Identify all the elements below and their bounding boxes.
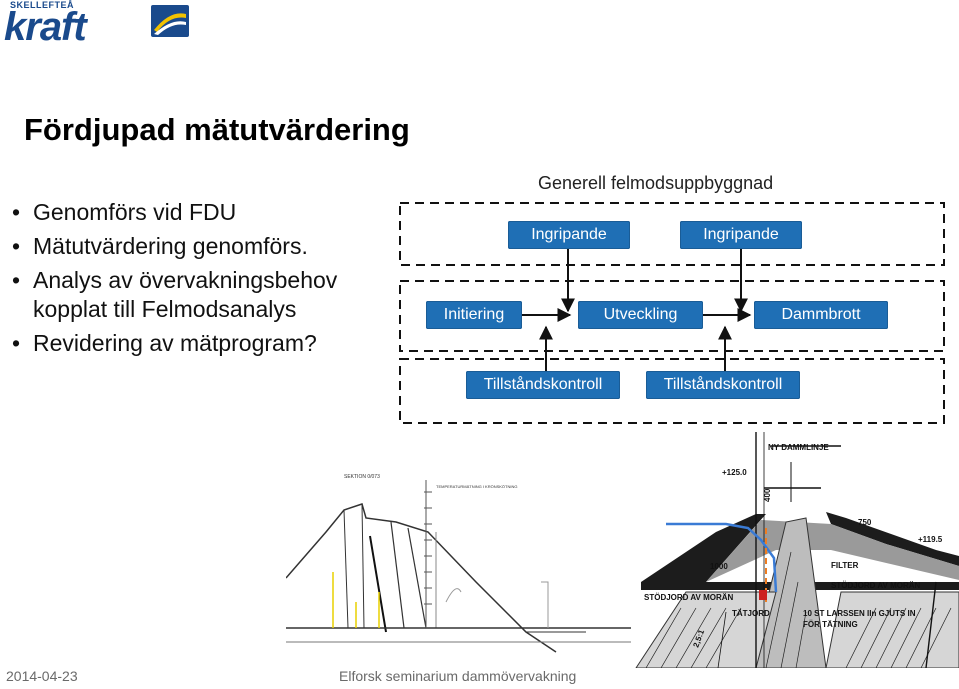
label-dim-400: 400 (763, 488, 772, 502)
box-tillstandskontroll-2: Tillståndskontroll (646, 371, 800, 399)
failure-mode-diagram: Generell felmodsuppbyggnad Ingripande In… (398, 165, 946, 427)
label-crest-level: +125.0 (722, 468, 747, 477)
logo-main-text: kraft (4, 5, 87, 49)
diagram-lines (399, 202, 945, 424)
bullet-list: • Genomförs vid FDU • Mätutvärdering gen… (12, 198, 392, 363)
box-utveckling: Utveckling (578, 301, 703, 329)
bullet-marker: • (12, 233, 21, 259)
label-note-line2: FÖR TÄTNING (803, 620, 858, 629)
bullet-marker: • (12, 267, 21, 293)
bullet-text: Genomförs vid FDU (33, 199, 237, 225)
label-note-line1: 10 ST LARSSEN IIn GJUTS IN (803, 609, 916, 618)
bullet-item: • Genomförs vid FDU (12, 198, 392, 227)
bullet-marker: • (12, 199, 21, 225)
label-dim-750: 750 (858, 518, 872, 527)
footer-date: 2014-04-23 (6, 668, 78, 684)
bullet-text: Mätutvärdering genomförs. (33, 233, 308, 259)
box-dammbrott: Dammbrott (754, 301, 888, 329)
bullet-item: • Analys av övervakningsbehov kopplat ti… (12, 266, 392, 324)
label-tatjord: TÄTJORD (732, 609, 770, 618)
flow-arrows (522, 249, 752, 371)
diagram-title: Generell felmodsuppbyggnad (538, 173, 774, 193)
bullet-item: • Mätutvärdering genomförs. (12, 232, 392, 261)
bullet-marker: • (12, 330, 21, 356)
bullet-item: • Revidering av mätprogram? (12, 329, 392, 358)
label-filter: FILTER (831, 561, 859, 570)
bullet-text: Analys av övervakningsbehov kopplat till… (33, 267, 338, 322)
bullet-text: Revidering av mätprogram? (33, 330, 317, 356)
dashed-band-bottom (399, 358, 945, 424)
label-level-right: +119.5 (918, 535, 943, 544)
label-stodjord-right: STÖDJORD AV MORÄN (831, 581, 921, 590)
box-ingripande-2: Ingripande (680, 221, 802, 249)
logo-top-text: SKELLEFTEÅ (10, 0, 75, 10)
company-logo: SKELLEFTEÅ kraft (4, 0, 192, 49)
left-section-label: SEKTION 0/073 (344, 474, 380, 480)
slide-title: Fördjupad mätutvärdering (24, 112, 410, 147)
box-ingripande-1: Ingripande (508, 221, 630, 249)
dam-section-drawings: SEKTION 0/073 TEMPERATURMÄTNING I KRÖNSK… (286, 432, 959, 668)
left-dam-section (286, 472, 631, 668)
label-dim-1000: 1000 (710, 562, 728, 571)
logo-swoosh-icon (151, 5, 189, 37)
label-ny-dammlinje: NY DAMMLINJE (768, 443, 829, 452)
footer-event: Elforsk seminarium dammövervakning (339, 668, 577, 684)
left-header-note: TEMPERATURMÄTNING I KRÖNSKÖTNING (436, 484, 517, 489)
dashed-band-top (399, 202, 945, 266)
dashed-band-middle (399, 280, 945, 352)
right-dam-section (631, 432, 959, 668)
label-stodjord-left: STÖDJORD AV MORÄN (644, 593, 734, 602)
box-tillstandskontroll-1: Tillståndskontroll (466, 371, 620, 399)
box-initiering: Initiering (426, 301, 522, 329)
